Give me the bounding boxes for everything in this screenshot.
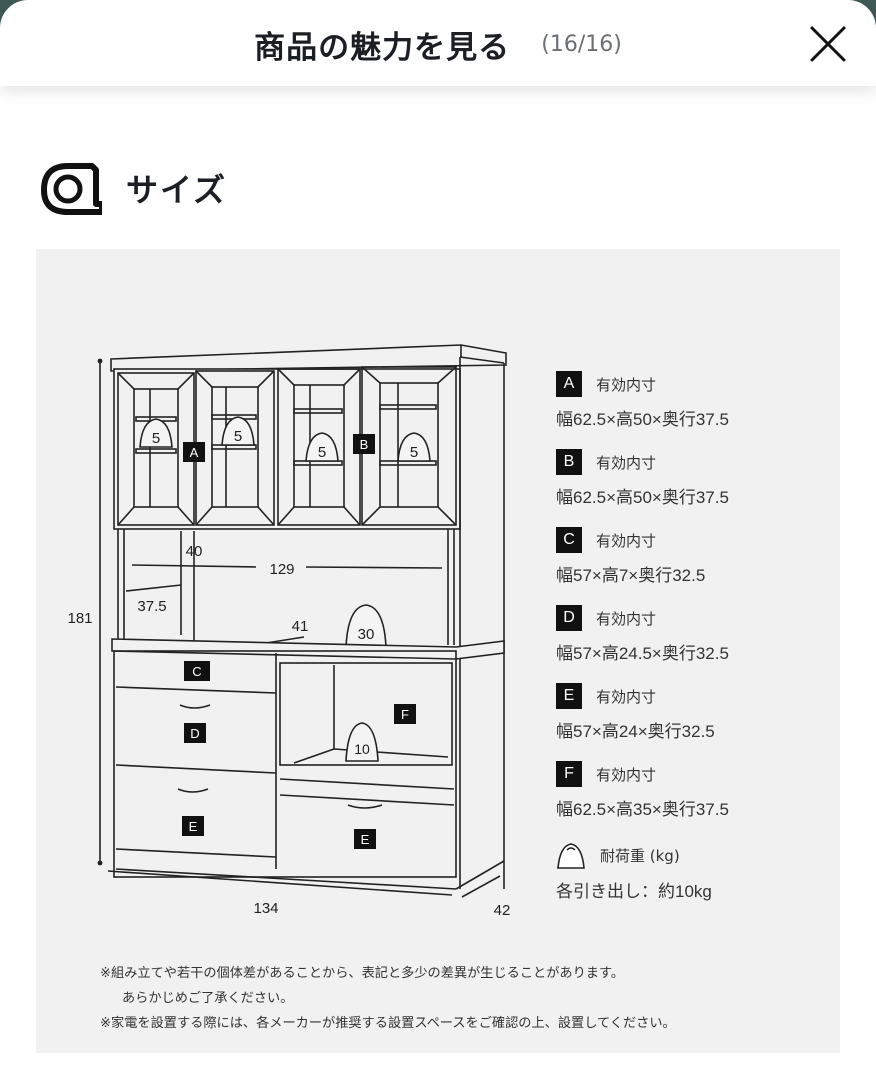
badge-a: A [556, 371, 582, 397]
legend-label: 有効内寸 [596, 687, 657, 706]
weight-label: 耐荷重 (kg) [600, 846, 680, 865]
legend-item-f: F 有効内寸 幅62.5×高35×奥行37.5 [556, 761, 826, 839]
note-line-1: ※組み立てや若干の個体差があることから、表記と多少の差異が生じることがあります。 [100, 966, 625, 981]
legend-item-e: E 有効内寸 幅57×高24×奥行32.5 [556, 683, 826, 761]
legend-label: 有効内寸 [596, 531, 657, 550]
svg-text:42: 42 [494, 902, 511, 919]
svg-text:5: 5 [234, 428, 242, 445]
dim-height: 181 [67, 610, 92, 627]
svg-text:129: 129 [269, 561, 294, 578]
legend-label: 有効内寸 [596, 453, 657, 472]
svg-text:A: A [190, 445, 199, 460]
note-line-2: あらかじめご了承ください。 [122, 991, 294, 1006]
svg-text:E: E [189, 819, 198, 834]
legend-item-weight: 耐荷重 (kg) 各引き出し：約10kg [556, 839, 826, 917]
badge-f: F [556, 761, 582, 787]
tape-measure-icon [41, 163, 102, 215]
svg-text:5: 5 [410, 444, 418, 461]
svg-text:E: E [361, 832, 370, 847]
badge-e: E [556, 683, 582, 709]
close-x-icon [810, 26, 846, 62]
legend-item-d: D 有効内寸 幅57×高24.5×奥行32.5 [556, 605, 826, 683]
section-header: サイズ [40, 160, 227, 216]
legend-dims: 幅62.5×高50×奥行37.5 [556, 410, 729, 429]
svg-text:F: F [401, 707, 409, 722]
legend-dims: 幅62.5×高50×奥行37.5 [556, 488, 729, 507]
legend-dims: 幅57×高7×奥行32.5 [556, 566, 706, 585]
legend-label: 有効内寸 [596, 765, 657, 784]
dimension-legend: A 有効内寸 幅62.5×高50×奥行37.5 B 有効内寸 幅62.5×高50×奥… [556, 371, 826, 917]
weight-icon [557, 843, 585, 869]
badge-d: D [556, 605, 582, 631]
legend-label: 有効内寸 [596, 375, 657, 394]
legend-dims: 幅57×高24×奥行32.5 [556, 722, 715, 741]
svg-text:D: D [190, 726, 199, 741]
modal-header: 商品の魅力を見る (16/16) [0, 0, 876, 86]
legend-dims: 幅57×高24.5×奥行32.5 [556, 644, 729, 663]
svg-text:C: C [192, 664, 201, 679]
notes: ※組み立てや若干の個体差があることから、表記と多少の差異が生じることがあります。… [100, 961, 676, 1036]
svg-text:41: 41 [292, 618, 309, 635]
size-panel: 181 [36, 249, 840, 1053]
svg-text:5: 5 [318, 444, 326, 461]
legend-dims: 幅62.5×高35×奥行37.5 [556, 800, 729, 819]
svg-text:10: 10 [354, 741, 370, 757]
section-title: サイズ [126, 171, 228, 209]
close-button[interactable] [808, 24, 848, 64]
legend-item-b: B 有効内寸 幅62.5×高50×奥行37.5 [556, 449, 826, 527]
svg-text:40: 40 [186, 543, 203, 560]
svg-text:30: 30 [358, 626, 375, 643]
legend-label: 有効内寸 [596, 609, 657, 628]
cupboard-diagram: 181 [67, 344, 511, 919]
badge-c: C [556, 527, 582, 553]
svg-text:134: 134 [253, 900, 278, 917]
svg-text:B: B [360, 437, 369, 452]
badge-b: B [556, 449, 582, 475]
svg-text:37.5: 37.5 [137, 598, 166, 615]
note-line-3: ※家電を設置する際には、各メーカーが推奨する設置スペースをご確認の上、設置してく… [100, 1016, 676, 1031]
modal-title: 商品の魅力を見る [254, 30, 511, 66]
weight-value: 各引き出し：約10kg [556, 882, 712, 901]
legend-item-a: A 有効内寸 幅62.5×高50×奥行37.5 [556, 371, 826, 449]
svg-text:5: 5 [152, 430, 160, 447]
legend-item-c: C 有効内寸 幅57×高7×奥行32.5 [556, 527, 826, 605]
slide-counter: (16/16) [541, 32, 622, 57]
